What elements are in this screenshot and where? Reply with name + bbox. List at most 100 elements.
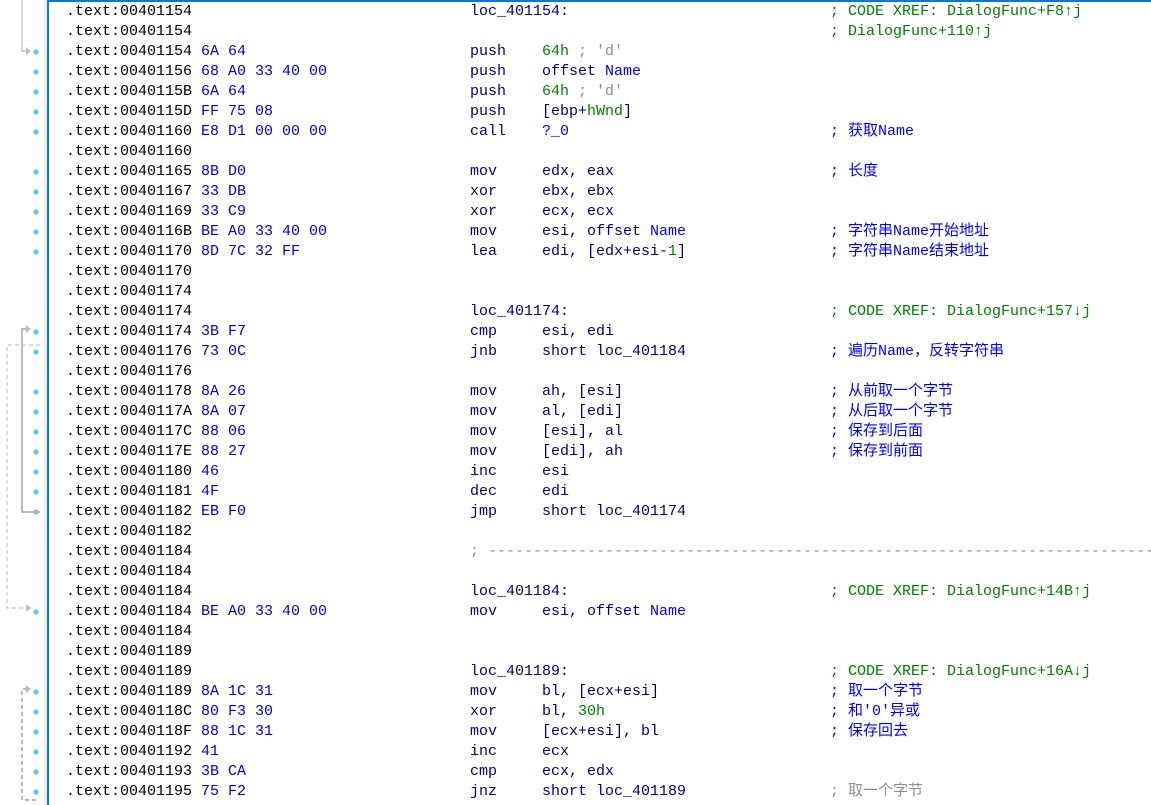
opcode-bytes: 8D 7C 32 FF [201,243,301,260]
address: .text:00401174 [66,303,193,320]
operand-part: 1 [668,243,678,260]
operand-part: short loc_401184 [542,343,687,360]
operands: bl, 30h [542,702,605,722]
operands: [ecx+esi], bl [542,722,659,742]
operand-part: ecx, ecx [542,203,615,220]
operands: [ebp+hWnd] [542,102,632,122]
breakpoint-dot-icon [33,169,39,175]
listing-line[interactable]: .text:00401189 [49,642,1151,662]
listing-line[interactable]: .text:00401174 loc_401174: ; CODE XREF: Di… [49,302,1151,322]
code-label[interactable]: loc_401174: [470,303,570,320]
breakpoint-dot-icon [33,209,39,215]
code-label[interactable]: loc_401184: [470,583,570,600]
operands: esi [542,462,569,482]
opcode-bytes: 6A 64 [201,43,247,60]
breakpoint-dot-icon [33,49,39,55]
address: .text:00401184 [66,543,193,560]
listing-line[interactable]: .text:00401184 ; ------------------------… [49,542,1151,562]
mnemonic: push [470,43,507,60]
operand-part[interactable]: Name [605,63,642,80]
code-label[interactable]: loc_401189: [470,663,570,680]
listing-line[interactable]: .text:00401154; DialogFunc+110↑j [49,22,1151,42]
breakpoint-dot-icon [33,469,39,475]
listing-line[interactable]: .text:00401170 [49,262,1151,282]
mnemonic: jnz [470,783,498,800]
address: .text:0040117C [66,423,193,440]
opcode-bytes: 33 DB [201,183,247,200]
operand-part: bl, [ecx+esi] [542,683,660,700]
code-label[interactable]: loc_401154: [470,3,570,20]
xref-comment[interactable]: ; CODE XREF: DialogFunc+14B↑j [830,583,1092,600]
operands: ecx, edx [542,762,614,782]
breakpoint-dot-icon [33,329,39,335]
operand-part[interactable]: ?_0 [542,123,570,140]
operand-part: ecx [542,743,570,760]
separator-line: ; --------------------------------------… [470,543,1151,560]
comment: ; 保存到前面 [830,443,924,460]
operand-part: al, [edi] [542,403,624,420]
mnemonic: xor [470,703,498,720]
operands: ebx, ebx [542,182,614,202]
operand-part[interactable]: Name [650,223,687,240]
operands: ecx, ecx [542,202,614,222]
opcode-bytes: BE A0 33 40 00 [201,603,328,620]
opcode-bytes: 8A 1C 31 [201,683,274,700]
xref-comment[interactable]: ; DialogFunc+110↑j [830,23,993,40]
listing-line[interactable]: .text:00401182 [49,522,1151,542]
address: .text:00401174 [66,323,193,340]
xref-comment[interactable]: ; CODE XREF: DialogFunc+F8↑j [830,3,1083,20]
breakpoint-dot-icon [33,249,39,255]
listing-line[interactable]: .text:00401176 [49,362,1151,382]
breakpoint-dot-icon [33,229,39,235]
operand-part: offset [542,63,606,80]
address: .text:0040117E [66,443,193,460]
opcode-bytes: 75 F2 [201,783,247,800]
comment: ; 保存到后面 [830,423,924,440]
xref-comment[interactable]: ; CODE XREF: DialogFunc+16A↓j [830,663,1092,680]
address: .text:00401192 [66,743,193,760]
listing-line[interactable]: .text:00401184 [49,562,1151,582]
listing-line[interactable]: .text:00401174 [49,282,1151,302]
address: .text:00401180 [66,463,193,480]
opcode-bytes: 46 [201,463,220,480]
operand-part: hWnd [587,103,624,120]
address: .text:00401170 [66,263,193,280]
xref-comment[interactable]: ; CODE XREF: DialogFunc+157↓j [830,303,1092,320]
operand-part: ecx, edx [542,763,615,780]
listing-line[interactable]: .text:00401160 [49,142,1151,162]
operand-part: esi, offset [542,603,651,620]
operand-part[interactable]: Name [650,603,687,620]
listing-line[interactable]: .text:00401184 [49,622,1151,642]
operand-part: [esi], al [542,423,624,440]
